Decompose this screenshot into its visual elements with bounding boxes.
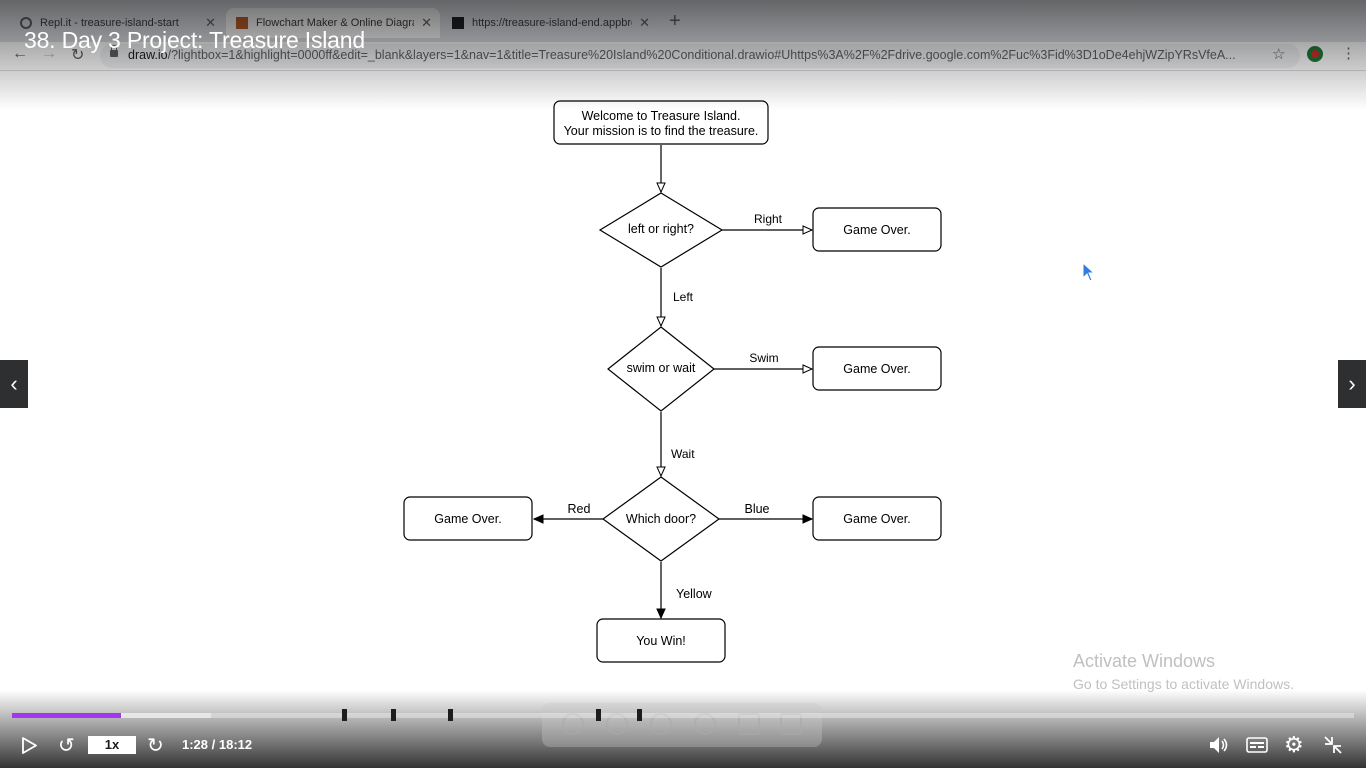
edge-label-swim: Swim bbox=[749, 351, 778, 365]
chevron-left-icon: ‹ bbox=[10, 371, 18, 396]
exit-fullscreen-icon[interactable] bbox=[1324, 736, 1342, 754]
bookmark-marker[interactable] bbox=[448, 709, 453, 721]
play-icon[interactable] bbox=[21, 737, 37, 754]
game-over-node-blue bbox=[812, 496, 942, 541]
you-win-node bbox=[596, 618, 726, 663]
bookmark-marker[interactable] bbox=[596, 709, 601, 721]
activate-windows-subtext: Go to Settings to activate Windows. bbox=[1073, 676, 1294, 692]
mouse-cursor-icon bbox=[1082, 262, 1096, 282]
edge-label-left: Left bbox=[673, 290, 694, 304]
decision-which-door bbox=[601, 476, 721, 562]
print-icon[interactable] bbox=[738, 713, 760, 735]
decision-left-or-right bbox=[598, 192, 724, 268]
volume-icon[interactable] bbox=[1209, 736, 1229, 754]
game-over-node-red-label: Game Over. bbox=[434, 512, 501, 526]
bookmark-marker[interactable] bbox=[391, 709, 396, 721]
game-over-node-right-label: Game Over. bbox=[843, 223, 910, 237]
playback-speed-button[interactable]: 1x bbox=[88, 736, 136, 754]
you-win-node-label: You Win! bbox=[636, 634, 686, 648]
chevron-right-icon: › bbox=[1348, 371, 1356, 396]
edit-pencil-icon[interactable] bbox=[780, 713, 802, 735]
start-line-1: Welcome to Treasure Island. bbox=[582, 109, 741, 123]
game-over-node-right bbox=[812, 207, 942, 252]
lecture-title: 38. Day 3 Project: Treasure Island bbox=[24, 27, 365, 53]
previous-lecture-button[interactable]: ‹ bbox=[0, 360, 28, 408]
zoom-in-icon[interactable] bbox=[606, 713, 628, 735]
next-lecture-button[interactable]: › bbox=[1338, 360, 1366, 408]
edge-label-blue: Blue bbox=[744, 502, 769, 516]
decision-swim-or-wait-label: swim or wait bbox=[627, 361, 696, 375]
game-over-node-blue-label: Game Over. bbox=[843, 512, 910, 526]
decision-which-door-label: Which door? bbox=[626, 512, 696, 526]
decision-swim-or-wait bbox=[607, 326, 715, 412]
activate-windows-heading: Activate Windows bbox=[1073, 651, 1216, 671]
edge-label-yellow: Yellow bbox=[676, 587, 713, 601]
game-over-node-swim bbox=[812, 346, 942, 391]
zoom-fit-icon[interactable] bbox=[650, 713, 672, 735]
edge-label-wait: Wait bbox=[671, 447, 695, 461]
zoom-out-icon[interactable] bbox=[562, 713, 584, 735]
bookmark-marker[interactable] bbox=[342, 709, 347, 721]
rewind-icon[interactable]: ↺ bbox=[58, 735, 75, 757]
game-over-node-red bbox=[403, 496, 533, 541]
game-over-node-swim-label: Game Over. bbox=[843, 362, 910, 376]
captions-icon[interactable] bbox=[1246, 737, 1268, 753]
edge-label-red: Red bbox=[568, 502, 591, 516]
decision-left-or-right-label: left or right? bbox=[628, 222, 694, 236]
video-progress-bar[interactable] bbox=[12, 713, 1354, 718]
progress-played bbox=[12, 713, 121, 718]
layers-icon[interactable] bbox=[694, 713, 716, 735]
start-line-2: Your mission is to find the treasure. bbox=[564, 124, 759, 138]
settings-gear-icon[interactable]: ⚙ bbox=[1284, 732, 1304, 757]
forward-icon[interactable]: ↻ bbox=[147, 735, 164, 757]
drawio-lightbox-toolbar bbox=[542, 703, 822, 747]
bookmark-marker[interactable] bbox=[637, 709, 642, 721]
playback-time: 1:28 / 18:12 bbox=[182, 737, 253, 752]
edge-label-right: Right bbox=[754, 212, 783, 226]
